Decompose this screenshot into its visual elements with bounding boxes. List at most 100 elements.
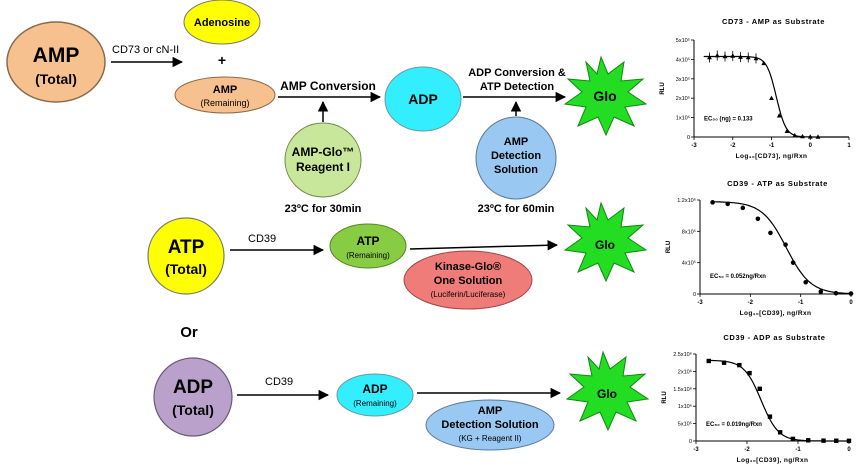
adp-total-label: ADP [173,377,213,398]
data-point [834,438,839,443]
y-tick-label: 1x10⁵ [676,115,690,122]
amp-remaining-label: AMP [213,84,237,96]
y-tick-label: 2x10⁶ [678,368,692,375]
ec50-annotation: EC₅₀ = 0.019ng/Rxn [706,422,762,428]
enzyme-label-cd73: CD73 or cN-II [112,44,179,56]
amp-remaining-node [174,76,276,114]
data-point [725,201,730,207]
y-tick-label: 0 [687,135,690,141]
y-tick-label: 3x10⁵ [676,76,690,83]
y-tick-label: 5x10⁵ [676,37,690,44]
amp-glo-reagent-label-1: AMP-Glo™ [292,145,355,159]
adp-conversion-label-2: ATP Detection [480,81,554,93]
x-tick-label: -1 [795,447,801,453]
data-point [792,132,798,138]
adp-detection-label-3: (KG + Reagent II) [459,434,522,443]
data-point [848,291,854,296]
atp-total-sub: (Total) [165,261,207,277]
data-point [710,200,715,205]
y-axis-label: RLU [660,82,666,94]
fit-curve [708,359,849,442]
data-point [776,113,782,118]
amp-detection-label-3: Solution [494,164,538,176]
y-axis-label: RLU [666,241,672,253]
data-point [769,95,774,100]
x-tick-label: -2 [748,300,754,306]
x-tick-label: -2 [744,447,750,453]
glo-label-3: Glo [597,387,617,401]
glo-burst-3 [565,350,650,432]
x-tick-label: -3 [697,300,703,306]
data-point [784,128,790,133]
x-tick-label: -1 [798,300,804,306]
data-point [767,414,773,419]
chart-title: CD73 - AMP as Substrate [722,17,825,26]
x-tick-label: 0 [809,143,813,149]
chart-title: CD39 - ADP as Substrate [723,333,825,342]
data-point [783,242,788,247]
amp-glo-reagent-label-2: Reagent I [296,160,350,174]
fit-curve [712,201,852,295]
x-axis-label: Log₁₀[CD73], ng/Rxn [736,153,808,160]
adenosine-node [183,0,261,45]
kinase-glo-label-1: Kinase-Glo® [435,261,501,273]
y-axis-label: RLU [662,391,668,403]
temp-60min: 23ºC for 60min [478,203,555,215]
amp-remaining-sub: (Remaining) [200,98,249,108]
data-point [833,290,839,296]
atp-remaining-sub: (Remaining) [346,251,390,260]
x-axis-label: Log₁₀[CD39], ng/Rxn [740,310,812,317]
glo-burst-1 [563,55,648,137]
atp-total-label: ATP [168,237,205,258]
data-point [747,370,752,376]
y-tick-label: 5x10⁵ [678,421,692,428]
kinase-glo-label-2: One Solution [434,275,503,287]
or-label: Or [180,324,198,341]
data-point [768,230,773,236]
kinase-glo-label-3: (Luciferin/Luciferase) [431,290,506,299]
adp-remaining-sub: (Remaining) [353,399,397,408]
data-point [803,279,808,285]
atp-total-node [147,217,225,295]
x-tick-label: 0 [849,300,853,306]
y-tick-label: 1.2x10⁶ [677,197,696,204]
y-tick-label: 1x10⁶ [678,403,692,410]
data-point [790,436,796,442]
x-tick-label: -1 [769,143,775,149]
data-point [806,438,811,443]
y-tick-label: 0 [693,292,696,298]
glo-label-2: Glo [595,238,615,252]
y-tick-label: 4x10⁵ [676,56,690,63]
adp-detection-label-2: Detection Solution [441,419,538,431]
amp-conversion-label: AMP Conversion [280,79,376,93]
temp-30min: 23ºC for 30min [285,203,362,215]
adp-detection-node [425,399,555,451]
amp-detection-node [475,116,557,200]
arrow-atp-to-glo [409,240,559,251]
amp-glo-reagent-node [284,122,362,198]
adp-remaining-node [336,373,414,417]
amp-total-label: AMP [33,44,80,67]
chart-cd73-amp: CD73 - AMP as Substrate01x10⁵2x10⁵3x10⁵4… [660,17,851,160]
data-point [800,133,805,139]
data-point [821,438,826,443]
x-tick-label: -3 [693,447,699,453]
amp-detection-label-2: Detection [491,150,541,162]
enzyme-label-cd39-atp: CD39 [248,233,276,245]
atp-remaining-node [329,223,407,269]
adp-detection-label-1: AMP [478,405,502,417]
chart-cd39-atp: CD39 - ATP as Substrate04x10⁵8x10⁵1.2x10… [666,179,853,317]
chart-title: CD39 - ATP as Substrate [727,179,828,188]
adenosine-label: Adenosine [194,17,250,29]
x-tick-label: 0 [847,447,851,453]
x-tick-label: 1 [847,143,851,149]
data-point [740,205,746,211]
data-point [777,430,783,435]
data-point [737,362,742,368]
ec50-annotation: EC₅₀ = 0.052ng/Rxn [710,274,766,280]
data-point [807,134,813,139]
adp-total-node [153,357,233,437]
data-point [721,360,727,365]
glo-label-1: Glo [593,88,616,104]
amp-total-sub: (Total) [35,71,77,87]
